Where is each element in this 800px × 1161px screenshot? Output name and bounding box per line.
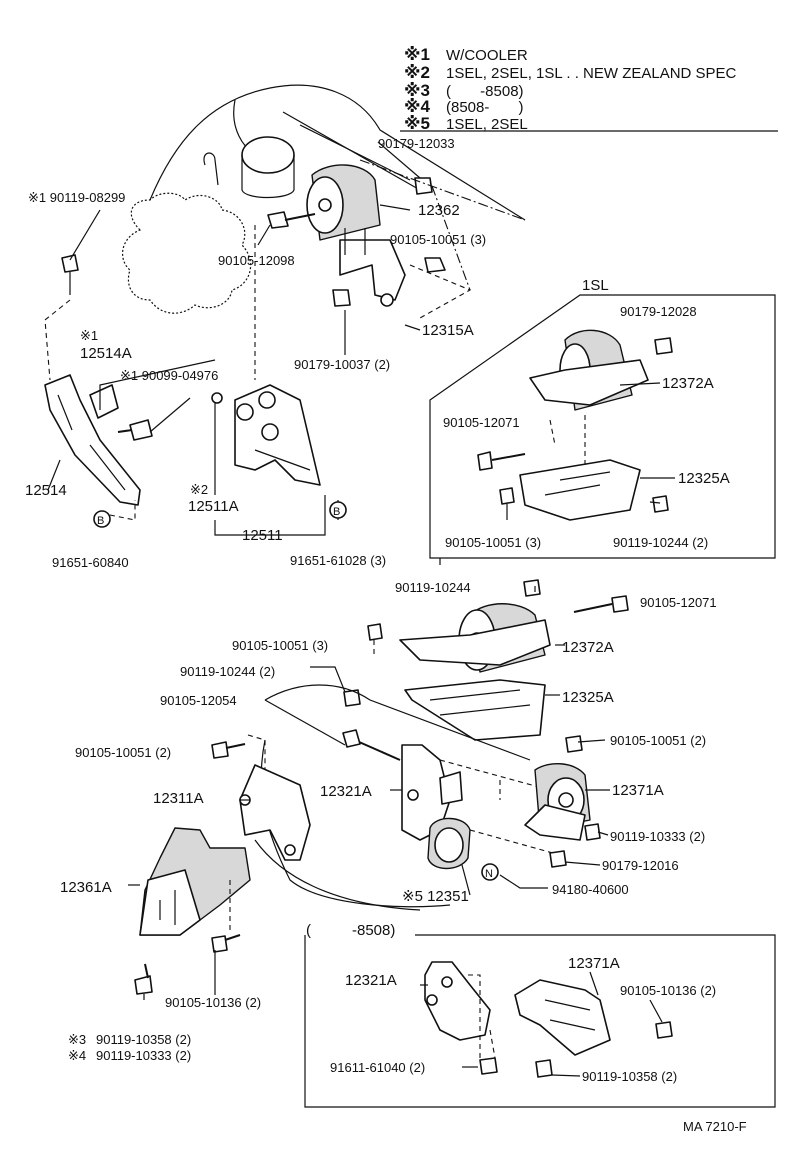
label-90179-12016: 90179-12016 [602, 858, 679, 873]
part-labels: 90179-12033 ※1 90119-08299 12362 90105-1… [25, 136, 730, 1084]
label-12511A: 12511A [188, 498, 239, 515]
legend-text: 1SEL, 2SEL, 1SL . . NEW ZEALAND SPEC [446, 65, 737, 82]
label-90119-10358-mark: ※3 [68, 1032, 86, 1047]
label-90105-10136-inset: 90105-10136 (2) [620, 983, 716, 998]
label-90105-12071-inset: 90105-12071 [443, 415, 520, 430]
bracket-12321A [401, 744, 451, 841]
label-90119-10333: 90119-10333 (2) [96, 1048, 191, 1063]
label-90119-08299: ※1 90119-08299 [28, 190, 125, 205]
bracket-12315A [339, 239, 406, 301]
label-12514A: 12514A [80, 345, 132, 362]
oil-cap [241, 136, 295, 174]
label-90179-10037: 90179-10037 (2) [294, 357, 390, 372]
legend-item-5: ※5 1SEL, 2SEL [404, 114, 528, 133]
label-12372A-inset: 12372A [662, 375, 714, 392]
mount-12361A [139, 827, 251, 936]
mount-12371A [524, 763, 591, 841]
label-12315A: 12315A [422, 322, 474, 339]
marker-b-left: B [93, 510, 111, 528]
label-90105-10051-3b: 90105-10051 (3) [232, 638, 328, 653]
label-12325A-inset: 12325A [678, 470, 730, 487]
marker-n: N [481, 863, 499, 881]
engine-outline [122, 84, 526, 314]
label-90119-10244-inset: 90119-10244 (2) [613, 535, 708, 550]
legend-mark: ※2 [404, 63, 430, 82]
marker-b-label: B [333, 506, 340, 518]
legend-mark: ※4 [404, 97, 431, 116]
label-12511: 12511 [242, 527, 283, 544]
label-12325A: 12325A [562, 689, 614, 706]
bracket-12511 [211, 384, 321, 486]
legend-item-2: ※2 1SEL, 2SEL, 1SL . . NEW ZEALAND SPEC [404, 63, 737, 82]
label-90105-10051-2a: 90105-10051 (2) [75, 745, 171, 760]
bracket-12514 [44, 254, 153, 506]
bracket-12511A [211, 392, 223, 404]
label-12511A-mark: ※2 [190, 482, 208, 497]
label-90179-12028: 90179-12028 [620, 304, 697, 319]
label-90119-10333-mark: ※4 [68, 1048, 86, 1063]
label-12351: ※5 12351 [402, 888, 469, 905]
label-90105-10051-3a: 90105-10051 (3) [390, 232, 486, 247]
label-90119-10244-2: 90119-10244 (2) [180, 664, 275, 679]
label-94180-40600: 94180-40600 [552, 882, 629, 897]
legend-mark: ※3 [404, 81, 430, 100]
marker-b-right: B [329, 501, 347, 519]
label-12371A-inset: 12371A [568, 955, 620, 972]
legend: ※1 W/COOLER ※2 1SEL, 2SEL, 1SL . . NEW Z… [400, 45, 778, 133]
label-90105-10136: 90105-10136 (2) [165, 995, 261, 1010]
label-12514: 12514 [25, 482, 67, 499]
inset-title: 1SL [582, 277, 609, 294]
inset-frame [304, 934, 776, 1108]
label-90105-10051-inset: 90105-10051 (3) [445, 535, 541, 550]
label-12514A-mark: ※1 [80, 328, 98, 343]
legend-text: (8508- ) [446, 99, 524, 116]
label-12321A-inset: 12321A [345, 972, 397, 989]
label-12371A: 12371A [612, 782, 664, 799]
label-90179-12033: 90179-12033 [378, 136, 455, 151]
label-91611-61040: 91611-61040 (2) [330, 1060, 425, 1075]
label-12372A: 12372A [562, 639, 614, 656]
inset-open-paren: ( [306, 922, 311, 939]
inset-8508: ( -8508) [304, 922, 776, 1108]
bracket-12514A [89, 384, 119, 419]
legend-text: ( -8508) [446, 83, 524, 100]
legend-mark: ※1 [404, 45, 430, 64]
inset-1sl: 1SL [429, 277, 776, 559]
label-90105-12071: 90105-12071 [640, 595, 717, 610]
label-90105-12098: 90105-12098 [218, 253, 295, 268]
legend-text: W/COOLER [446, 47, 528, 64]
legend-mark: ※5 [404, 114, 430, 133]
label-90105-10051-2b: 90105-10051 (2) [610, 733, 706, 748]
marker-b-label: B [97, 515, 104, 527]
label-91651-61028: 91651-61028 (3) [290, 553, 386, 568]
marker-n-label: N [485, 868, 493, 880]
bracket-12325A-main [404, 679, 546, 741]
label-90119-10333-2: 90119-10333 (2) [610, 829, 705, 844]
mount-12372A-main [399, 603, 551, 741]
legend-item-1: ※1 W/COOLER [404, 45, 528, 64]
label-90119-10358: 90119-10358 (2) [96, 1032, 191, 1047]
label-90119-10244: 90119-10244 [395, 580, 471, 595]
label-12321A: 12321A [320, 783, 372, 800]
legend-item-3: ※3 ( -8508) [404, 81, 524, 100]
label-12361A: 12361A [60, 879, 112, 896]
label-12362: 12362 [418, 202, 460, 219]
mount-12362 [267, 164, 446, 307]
label-12311A: 12311A [153, 790, 204, 807]
inset-title: -8508) [352, 922, 395, 939]
label-90105-12054: 90105-12054 [160, 693, 237, 708]
figure-code: MA 7210-F [683, 1119, 747, 1134]
label-90099-04976: ※1 90099-04976 [120, 368, 218, 383]
legend-text: 1SEL, 2SEL [446, 116, 528, 133]
label-90119-10358-inset: 90119-10358 (2) [582, 1069, 677, 1084]
label-91651-60840: 91651-60840 [52, 555, 129, 570]
inset-frame [429, 294, 776, 559]
legend-item-4: ※4 (8508- ) [404, 97, 524, 116]
